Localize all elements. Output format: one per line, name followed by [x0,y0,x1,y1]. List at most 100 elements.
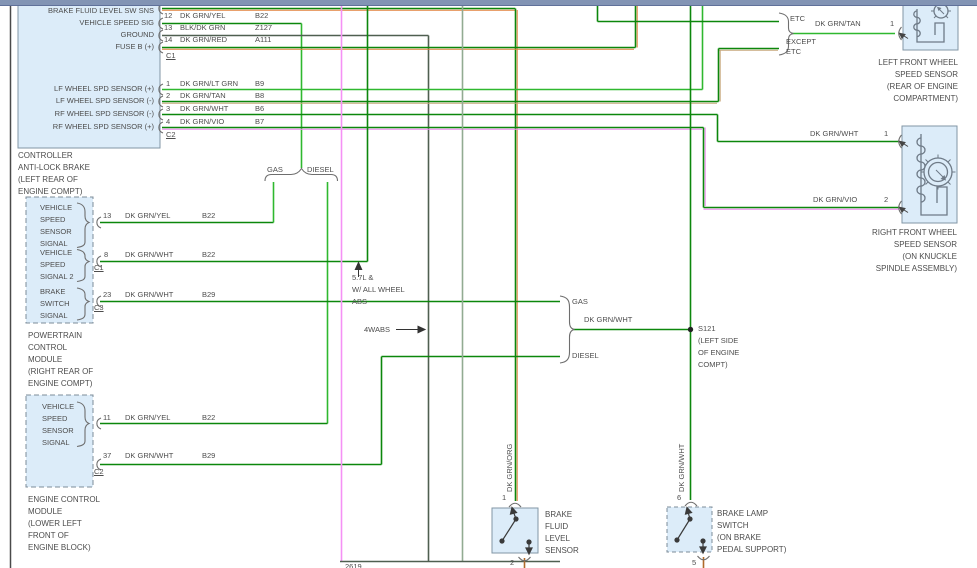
ecm-caption: (LOWER LEFT [28,519,82,528]
splice-caption: OF ENGINE [698,348,740,357]
pcm-caption: POWERTRAIN [28,331,83,340]
pin-number: 13 [103,211,112,220]
split-gas-diesel-top [264,167,339,182]
connector-arrows [898,32,909,214]
rf-sensor-caption: SPEED SENSOR [893,240,957,249]
split3-except-label: EXCEPT [786,37,817,46]
pin-number: 1 [166,79,171,88]
pin-number: 6 [677,493,682,502]
pin-number: 4 [166,117,171,126]
controller-signal-label: FUSE B (+) [115,42,154,51]
window-title-bar[interactable] [0,0,977,6]
bfls-pin1-arc [508,502,522,508]
hemi-arrow [354,261,363,270]
wire-color-label: DK GRN/YEL [125,413,171,422]
bls-pin5-arc [697,555,710,561]
pcm-box [25,196,94,324]
ecm-signal-line: SENSOR [42,426,74,435]
ecm-caption: FRONT OF [28,531,69,540]
pin-number: 8 [104,250,109,259]
splice-s121-dot [687,326,694,333]
pcm-signal-line: SENSOR [40,227,72,236]
ecm-caption: MODULE [28,507,63,516]
rf-sensor-caption: RIGHT FRONT WHEEL [871,228,957,237]
bfls-caption: FLUID [545,522,569,531]
ecm-signal-line: SPEED [42,414,68,423]
rf-pin2-arc [898,200,902,215]
wire-color-label: DK GRN/TAN [180,91,226,100]
circuit-label: B22 [255,11,269,20]
brace [76,202,91,249]
circuit-label: B22 [202,413,216,422]
rf-sensor-caption: SPINDLE ASSEMBLY) [875,264,957,273]
ecm-caption: ENGINE BLOCK) [28,543,91,552]
pcm-caption: MODULE [28,355,63,364]
controller-sensor-label: LF WHEEL SPD SENSOR (+) [54,84,154,93]
fwabs-note: 4WABS [364,325,390,334]
hemi-note: W/ ALL WHEEL [352,285,405,294]
bfls-caption: LEVEL [545,534,570,543]
wire-ecm-37 [100,355,560,466]
controller-signal-label: VEHICLE SPEED SIG [79,18,154,27]
connector-id: C1 [166,51,176,60]
bls-caption: SWITCH [717,521,749,530]
annotation-arrows [354,261,427,334]
hemi-note: ABS [352,297,368,306]
wire-color-label: DK GRN/VIO [180,117,225,126]
bls-caption: PEDAL SUPPORT) [717,545,787,554]
wire-color-label: DK GRN/TAN [815,19,861,28]
controller-caption: ANTI-LOCK BRAKE [18,163,91,172]
pin-number: 3 [166,104,171,113]
pcm-signal-line: SIGNAL 2 [40,272,74,281]
connector-id: C3 [94,303,104,312]
hemi-note: 5.7L & [352,273,374,282]
splice-caption: COMPT) [698,360,728,369]
splice-id: S121 [698,324,716,333]
pin-number: 13 [164,23,173,32]
wire-color-label: DK GRN/WHT [125,290,174,299]
pcm-signal-line: BRAKE [40,287,66,296]
wire-color-label-vertical: DK GRN/ORG [505,443,514,492]
split1-gas-label: GAS [267,165,283,174]
pin-number: 1 [502,493,507,502]
bls-caption: (ON BRAKE [717,533,762,542]
circuit-label: B22 [202,250,216,259]
ecm-box [25,394,94,488]
pcm-caption: (RIGHT REAR OF [28,367,94,376]
lf-sensor-caption: LEFT FRONT WHEEL [878,58,958,67]
controller-caption: CONTROLLER [18,151,73,160]
split-etc [778,12,794,56]
wheel-sensor-icons [913,1,956,216]
wire-color-label: DK GRN/WHT [125,451,174,460]
brake-lamp-switch-box [666,506,713,553]
split1-diesel-label: DIESEL [307,165,334,174]
fwabs-arrow [417,325,427,334]
pin-number: 37 [103,451,112,460]
wire-color-label: DK GRN/WHT [810,129,859,138]
wire-color-label: DK GRN/VIO [813,195,858,204]
rf-sensor-caption: (ON KNUCKLE [902,252,957,261]
split-gas-diesel-right [559,295,575,364]
bfls-pin2-arc [518,556,531,562]
pcm-signal-line: SIGNAL [40,239,68,248]
splice-caption: (LEFT SIDE [698,336,739,345]
circuit-label: B6 [255,104,265,113]
controller-sensor-label: RF WHEEL SPD SENSOR (-) [54,109,154,118]
pcm-signal-line: VEHICLE [40,248,73,257]
split3-etc-label: ETC [790,14,805,23]
lf-pin1-arc [898,26,902,41]
wire-color-label-vertical: DK GRN/WHT [677,443,686,492]
wire-color-label: DK GRN/WHT [584,315,633,324]
circuit-label: B7 [255,117,265,126]
pcm-signal-line: SPEED [40,215,66,224]
wire-pcm-8 [100,4,369,263]
split3-etc2-label: ETC [786,47,801,56]
pin-number: 2 [884,195,889,204]
split2-diesel-label: DIESEL [572,351,599,360]
bls-caption: BRAKE LAMP [717,509,769,518]
pin-number: 1 [890,19,895,28]
circuit-label: A111 [255,35,272,44]
pin-number: 2 [510,558,515,567]
bfls-caption: BRAKE [545,510,573,519]
